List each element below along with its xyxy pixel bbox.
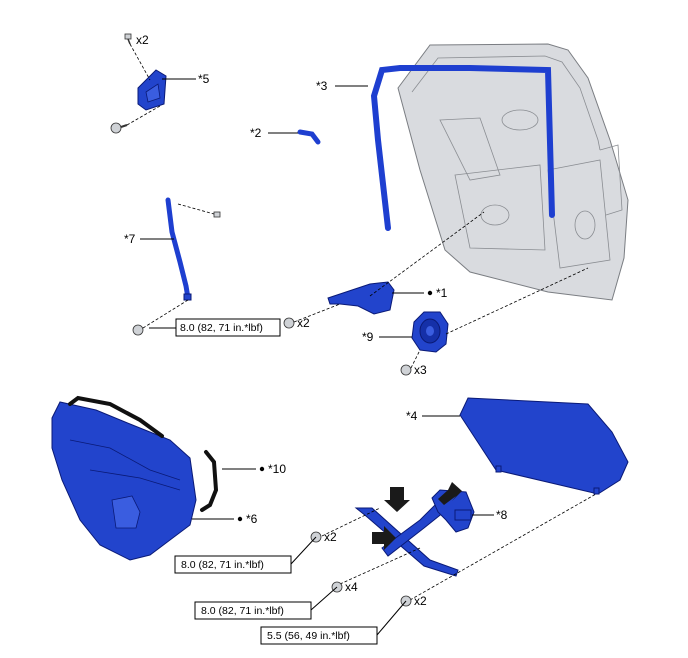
torque-value: 8.0 (82, 71 in.*lbf) [181, 559, 264, 571]
guide-line [339, 547, 421, 585]
part-6-top-seal [68, 395, 164, 438]
label-part-8: *8 [496, 508, 508, 522]
torque-value: 5.5 (56, 49 in.*lbf) [267, 630, 350, 642]
bolt-mid [283, 317, 295, 329]
part-9-speaker [411, 311, 449, 353]
guide-line [293, 303, 341, 323]
quantity-label: x3 [414, 363, 427, 377]
guide-line [142, 299, 189, 329]
part-7-division-bar [165, 197, 192, 301]
guide-line [126, 105, 161, 126]
arrow-icon [372, 526, 396, 550]
torque-box [175, 318, 281, 337]
guide-line [410, 349, 421, 369]
label-part-3: *3 [316, 79, 328, 93]
part-1-bracket [327, 281, 395, 315]
door-glass-run [370, 65, 555, 231]
label-part-1: *1 [436, 286, 448, 300]
bullet-dot [237, 516, 243, 522]
label-part-5: *5 [198, 72, 210, 86]
bolt-top [124, 33, 132, 45]
torque-value: 8.0 (82, 71 in.*lbf) [201, 605, 284, 617]
part-4-door-glass [459, 397, 629, 495]
quantity-label: x2 [297, 316, 310, 330]
label-part-2: *2 [250, 126, 262, 140]
bolt-part-7 [213, 211, 221, 218]
label-part-4: *4 [406, 409, 418, 423]
part-10-seal [200, 450, 219, 512]
part-5-bracket [137, 69, 167, 111]
quantity-label: x2 [414, 594, 427, 608]
quantity-label: x2 [324, 530, 337, 544]
torque-value: 8.0 (82, 71 in.*lbf) [180, 322, 263, 334]
torque-box [194, 601, 312, 620]
bullet-dot [259, 466, 265, 472]
guide-line [445, 267, 589, 335]
part-2-seal [297, 129, 321, 145]
leader-line [290, 536, 317, 565]
quantity-label: x2 [136, 33, 149, 47]
label-part-6: *6 [246, 512, 258, 526]
torque-box [174, 555, 292, 574]
bullet-dot [427, 290, 433, 296]
guide-line [321, 507, 381, 537]
guide-line [409, 493, 597, 601]
door-panel [397, 43, 629, 301]
leader-line [310, 586, 338, 611]
label-part-9: *9 [362, 330, 374, 344]
bolt-part-5-lower [110, 122, 128, 134]
label-part-10: *10 [268, 462, 286, 476]
guide-line [177, 203, 215, 215]
bolt-left-torque [132, 324, 144, 336]
quantity-label: x4 [345, 580, 358, 594]
arrow-icon [384, 487, 410, 512]
part-6-door-trim [51, 401, 197, 561]
torque-box [260, 626, 378, 645]
guide-line [369, 211, 485, 297]
bolt-speaker [400, 364, 412, 376]
guide-line [129, 43, 151, 81]
arrow-icon [438, 482, 462, 505]
leader-line [376, 600, 407, 636]
label-part-7: *7 [124, 232, 136, 246]
